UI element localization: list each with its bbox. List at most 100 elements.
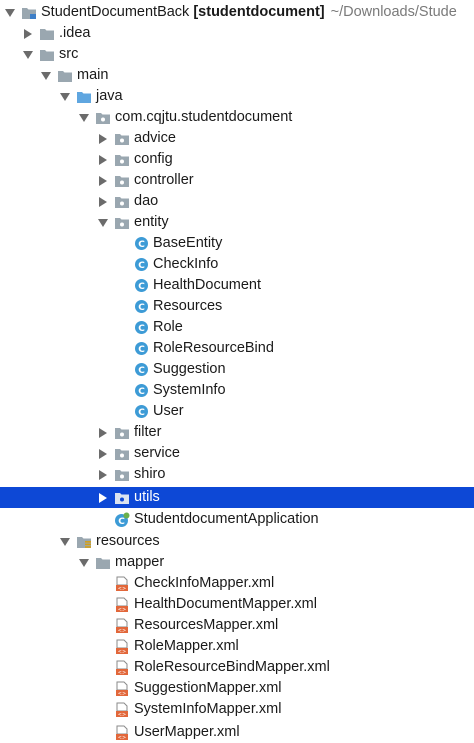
- tree-row-xml-systeminfomapper[interactable]: <> SystemInfoMapper.xml: [0, 699, 474, 720]
- collapsed-arrow-icon[interactable]: [96, 132, 110, 146]
- folder-icon: [95, 555, 111, 571]
- svg-text:C: C: [138, 303, 145, 313]
- folder-icon: [39, 26, 55, 42]
- tree-label: java: [96, 88, 123, 104]
- tree-label: Resources: [153, 298, 223, 314]
- svg-text:<>: <>: [118, 628, 126, 634]
- tree-row-src[interactable]: src: [0, 44, 474, 65]
- folder-icon: [57, 68, 73, 84]
- tree-row-xml-resourcesmapper[interactable]: <> ResourcesMapper.xml: [0, 615, 474, 636]
- tree-row-xml-rolemapper[interactable]: <> RoleMapper.xml: [0, 636, 474, 657]
- svg-text:C: C: [138, 261, 145, 271]
- expanded-arrow-icon[interactable]: [77, 111, 91, 125]
- class-icon: C: [133, 278, 149, 294]
- tree-row-service[interactable]: service: [0, 443, 474, 464]
- collapsed-arrow-icon[interactable]: [96, 468, 110, 482]
- tree-label: RoleResourceBind: [153, 340, 274, 356]
- package-icon: [114, 446, 130, 462]
- folder-icon: [39, 47, 55, 63]
- tree-row-resources[interactable]: resources: [0, 531, 474, 552]
- tree-row-controller[interactable]: controller: [0, 170, 474, 191]
- tree-label: BaseEntity: [153, 235, 223, 251]
- package-icon: [114, 425, 130, 441]
- tree-row-utils-selected[interactable]: utils: [0, 487, 474, 508]
- collapsed-arrow-icon[interactable]: [96, 447, 110, 461]
- tree-label: .idea: [59, 25, 91, 41]
- tree-label: src: [59, 46, 79, 62]
- svg-text:<>: <>: [118, 607, 126, 613]
- tree-label: StudentdocumentApplication: [134, 511, 319, 527]
- svg-text:<>: <>: [118, 712, 126, 718]
- class-icon: C: [133, 320, 149, 336]
- tree-row-mapper[interactable]: mapper: [0, 552, 474, 573]
- tree-row-advice[interactable]: advice: [0, 128, 474, 149]
- collapsed-arrow-icon[interactable]: [96, 491, 110, 505]
- package-icon: [114, 194, 130, 210]
- tree-row-main[interactable]: main: [0, 65, 474, 86]
- expanded-arrow-icon[interactable]: [77, 556, 91, 570]
- xml-file-icon: <>: [114, 639, 130, 655]
- tree-row-xml-usermapper[interactable]: <> UserMapper.xml: [0, 722, 474, 743]
- spring-boot-app-icon: C: [114, 512, 130, 528]
- tree-row-class-roleresourcebind[interactable]: C RoleResourceBind: [0, 338, 474, 359]
- xml-file-icon: <>: [114, 660, 130, 676]
- tree-row-entity[interactable]: entity: [0, 212, 474, 233]
- tree-row-idea[interactable]: .idea: [0, 23, 474, 44]
- svg-text:<>: <>: [118, 670, 126, 676]
- tree-label: entity: [134, 214, 169, 230]
- tree-row-class-baseentity[interactable]: C BaseEntity: [0, 233, 474, 254]
- expanded-arrow-icon[interactable]: [96, 216, 110, 230]
- tree-label: shiro: [134, 466, 166, 482]
- tree-row-class-suggestion[interactable]: C Suggestion: [0, 359, 474, 380]
- svg-text:C: C: [138, 324, 145, 334]
- tree-row-shiro[interactable]: shiro: [0, 464, 474, 485]
- tree-label: SystemInfo: [153, 382, 226, 398]
- tree-row-class-checkinfo[interactable]: C CheckInfo: [0, 254, 474, 275]
- tree-row-application-class[interactable]: C StudentdocumentApplication: [0, 509, 474, 530]
- class-icon: C: [133, 341, 149, 357]
- tree-row-dao[interactable]: dao: [0, 191, 474, 212]
- tree-row-class-role[interactable]: C Role: [0, 317, 474, 338]
- collapsed-arrow-icon[interactable]: [96, 426, 110, 440]
- tree-label: ResourcesMapper.xml: [134, 617, 279, 633]
- tree-row-project-root[interactable]: StudentDocumentBack [studentdocument]~/D…: [0, 2, 474, 23]
- package-icon: [114, 490, 130, 506]
- expanded-arrow-icon[interactable]: [39, 69, 53, 83]
- expanded-arrow-icon[interactable]: [58, 535, 72, 549]
- collapsed-arrow-icon[interactable]: [96, 174, 110, 188]
- tree-row-xml-checkinfomapper[interactable]: <> CheckInfoMapper.xml: [0, 573, 474, 594]
- expanded-arrow-icon[interactable]: [58, 90, 72, 104]
- tree-label: SystemInfoMapper.xml: [134, 701, 282, 717]
- svg-text:C: C: [118, 517, 125, 527]
- package-icon: [114, 131, 130, 147]
- expanded-arrow-icon[interactable]: [21, 48, 35, 62]
- collapsed-arrow-icon[interactable]: [96, 195, 110, 209]
- tree-label: HealthDocument: [153, 277, 261, 293]
- collapsed-arrow-icon[interactable]: [21, 27, 35, 41]
- package-icon: [95, 110, 111, 126]
- tree-row-root-package[interactable]: com.cqjtu.studentdocument: [0, 107, 474, 128]
- xml-file-icon: <>: [114, 702, 130, 718]
- module-folder-icon: [21, 5, 37, 21]
- tree-label: StudentDocumentBack [studentdocument]~/D…: [41, 4, 457, 20]
- collapsed-arrow-icon[interactable]: [96, 153, 110, 167]
- tree-row-class-healthdocument[interactable]: C HealthDocument: [0, 275, 474, 296]
- tree-row-config[interactable]: config: [0, 149, 474, 170]
- package-icon: [114, 173, 130, 189]
- svg-text:C: C: [138, 366, 145, 376]
- xml-file-icon: <>: [114, 597, 130, 613]
- tree-row-class-resources[interactable]: C Resources: [0, 296, 474, 317]
- tree-row-filter[interactable]: filter: [0, 422, 474, 443]
- tree-row-xml-healthdocumentmapper[interactable]: <> HealthDocumentMapper.xml: [0, 594, 474, 615]
- class-icon: C: [133, 299, 149, 315]
- tree-row-class-user[interactable]: C User: [0, 401, 474, 422]
- xml-file-icon: <>: [114, 576, 130, 592]
- class-icon: C: [133, 404, 149, 420]
- tree-row-xml-roleresourcebindmapper[interactable]: <> RoleResourceBindMapper.xml: [0, 657, 474, 678]
- package-icon: [114, 467, 130, 483]
- tree-row-java[interactable]: java: [0, 86, 474, 107]
- tree-row-xml-suggestionmapper[interactable]: <> SuggestionMapper.xml: [0, 678, 474, 699]
- expanded-arrow-icon[interactable]: [3, 6, 17, 20]
- tree-row-class-systeminfo[interactable]: C SystemInfo: [0, 380, 474, 401]
